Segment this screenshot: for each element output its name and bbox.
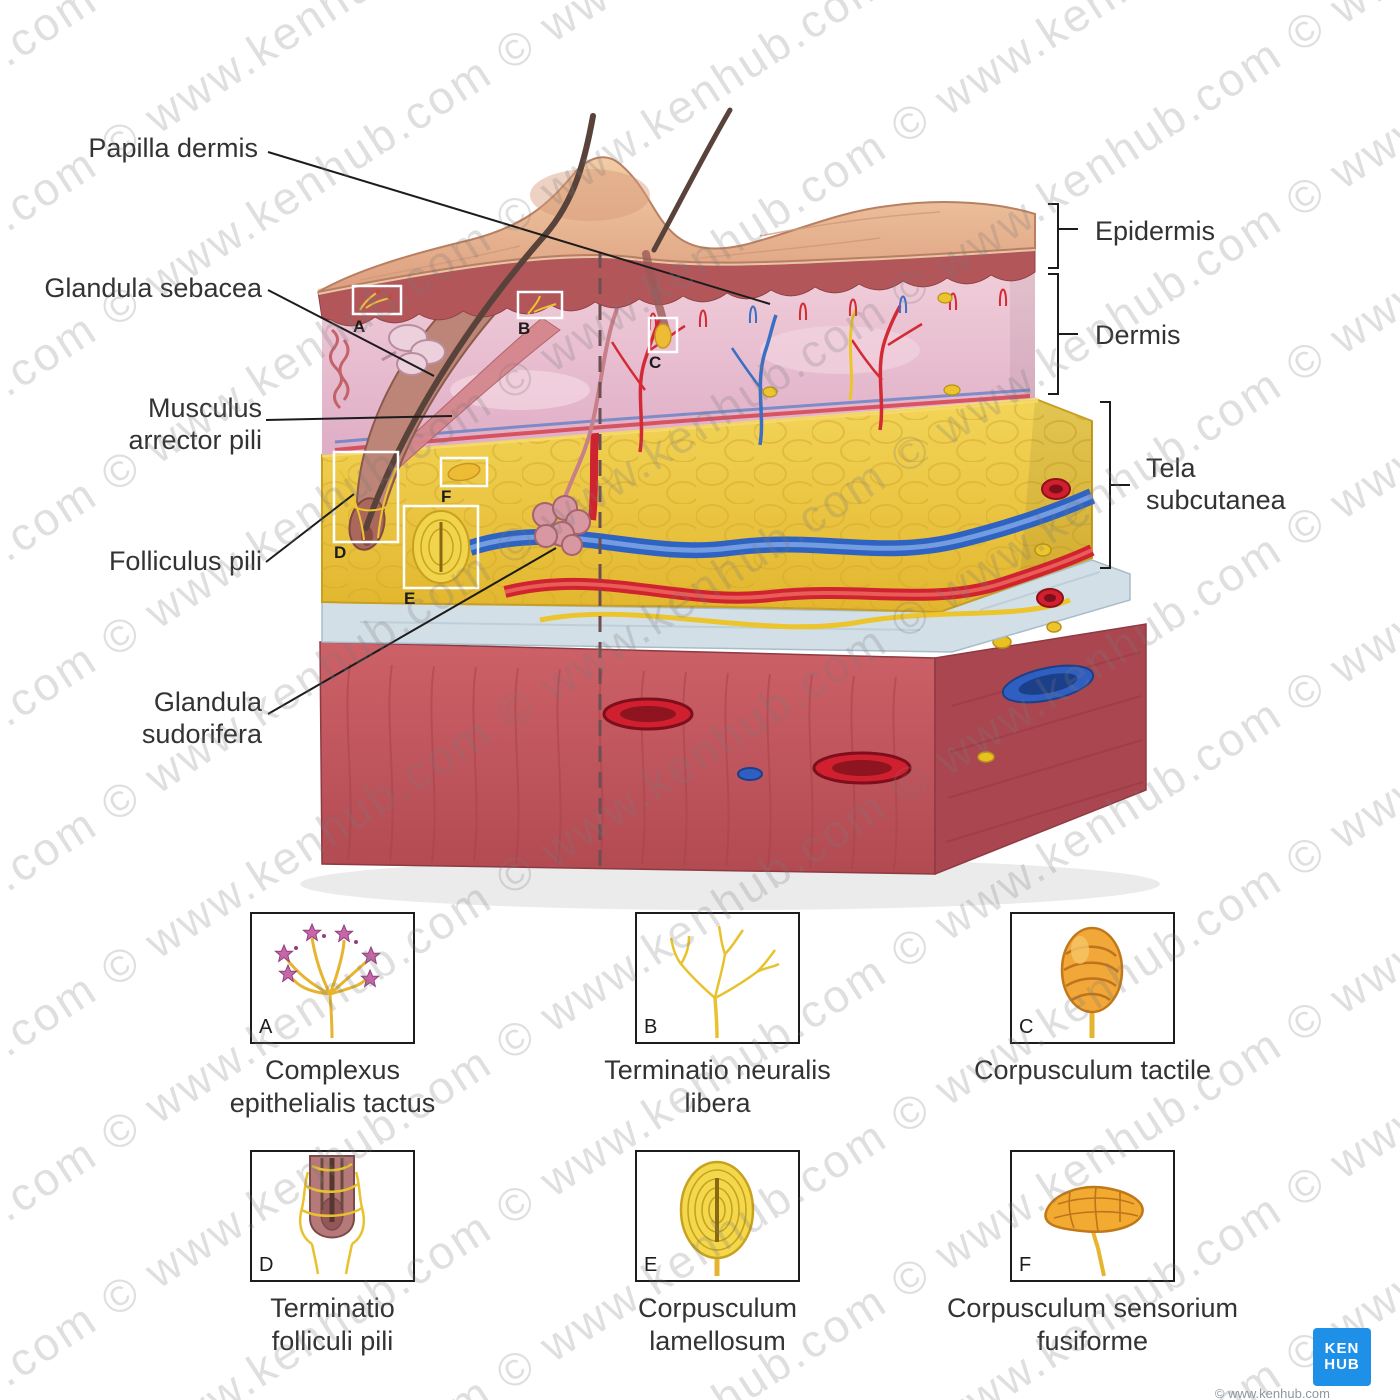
merkel-complex-icon [274, 923, 381, 1039]
sweat-gland [532, 299, 622, 556]
legend-item-e: E Corpusculum lamellosum [635, 1150, 800, 1356]
label-papilla-dermis: Papilla dermis [88, 133, 258, 163]
dermis-layer [322, 270, 1035, 455]
bracket-dermis [1048, 273, 1078, 395]
legend-letter: F [1019, 1254, 1032, 1276]
legend-box-f: F [1010, 1150, 1175, 1282]
legend-letter: D [259, 1254, 274, 1276]
legend-item-f: F Corpusculum sensorium fusiforme [947, 1150, 1238, 1356]
muscle-layer [319, 623, 1147, 876]
tactile-corpuscle-icon [1060, 926, 1124, 1039]
legend-item-b: B Terminatio neuralis libera [604, 912, 831, 1118]
leader-lines [265, 151, 771, 715]
leader-papilla-dermis [267, 151, 771, 305]
fusiform-corpuscle-icon [1044, 1185, 1144, 1277]
leader-glandula-sebacea [267, 289, 435, 377]
legend-box-a: A [250, 912, 415, 1044]
dermis-left-coils [329, 328, 350, 410]
label-musculus-arrector-pili: Musculus arrector pili [128, 393, 262, 455]
label-epidermis: Epidermis [1095, 216, 1216, 246]
lamellar-corpuscle-icon [679, 1160, 755, 1277]
diagram-letter-a: A [353, 317, 365, 336]
legend-item-c: C Corpusculum tactile [974, 912, 1211, 1085]
legend-letter: B [644, 1016, 658, 1038]
kenhub-logo-line2: HUB [1324, 1356, 1360, 1373]
leader-glandula-sudorifera [267, 547, 557, 715]
legend-label: Corpusculum lamellosum [637, 1293, 798, 1356]
legend-box-c: C [1010, 912, 1175, 1044]
marker-boxes: A B C D E F [332, 284, 679, 608]
diagram-letter-d: D [334, 543, 346, 562]
diagram-letter-b: B [518, 319, 530, 338]
block-shadow [300, 858, 1160, 910]
label-folliculus-pili: Folliculus pili [108, 546, 262, 576]
legend-letter: E [644, 1254, 658, 1276]
label-glandula-sudorifera: Glandula sudorifera [141, 687, 262, 749]
sebaceous-gland [381, 324, 446, 376]
skin-surface [317, 156, 1036, 293]
legend-item-a: A Complexus epithelialis tactus [230, 912, 435, 1118]
legend-box-d: D [250, 1150, 415, 1282]
legend-letter: C [1019, 1016, 1034, 1038]
hair-follicle-ending-icon [298, 1155, 366, 1275]
diagram-letter-f: F [441, 487, 451, 506]
bracket-epidermis [1048, 203, 1078, 269]
diagram-letter-c: C [649, 353, 661, 372]
legend-item-d: D Terminatio folliculi pili [250, 1150, 415, 1356]
free-nerve-ending-icon [669, 925, 780, 1039]
subcutanea-vessels [467, 419, 1096, 633]
label-dermis: Dermis [1095, 320, 1181, 350]
legend-label: Corpusculum tactile [973, 1055, 1212, 1085]
kenhub-logo: KEN HUB [1313, 1328, 1371, 1386]
leader-folliculus-pili [265, 493, 355, 563]
muscle-blood-vessels [602, 635, 1095, 785]
legend-letter: A [259, 1016, 273, 1038]
label-glandula-sebacea: Glandula sebacea [44, 273, 262, 303]
legend-label: Corpusculum sensorium fusiforme [946, 1293, 1239, 1356]
label-tela-subcutanea: Tela subcutanea [1146, 453, 1286, 515]
copyright-text: © www.kenhub.com [1214, 1386, 1330, 1400]
legend-label: Terminatio neuralis libera [604, 1055, 831, 1118]
diagram-letter-e: E [404, 589, 415, 608]
kenhub-logo-line1: KEN [1324, 1340, 1360, 1357]
layer-brackets [1048, 203, 1130, 569]
legend-label: Terminatio folliculi pili [270, 1293, 395, 1356]
legend-box-b: B [635, 912, 800, 1044]
subcutanea-layer [321, 397, 1093, 614]
legend-box-e: E [635, 1150, 800, 1282]
leader-musculus-arrector-pili [265, 415, 453, 421]
legend-label: Complexus epithelialis tactus [229, 1055, 436, 1118]
bracket-tela-subcutanea [1100, 401, 1130, 569]
